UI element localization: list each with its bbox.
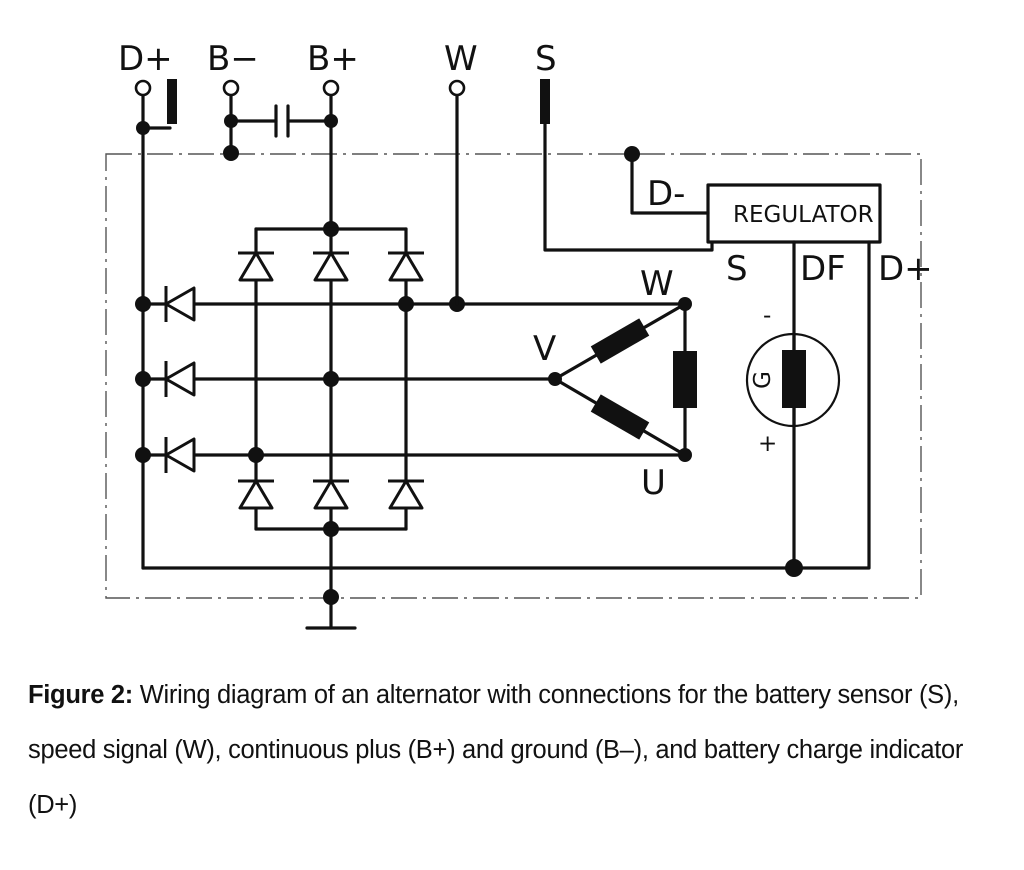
- regulator-s-pin-label: S: [726, 249, 748, 289]
- figure-caption: Figure 2: Wiring diagram of an alternato…: [28, 668, 1003, 833]
- alternator-housing-outline: [105, 153, 922, 599]
- b-plus-terminal: [305, 79, 357, 630]
- rectifier-diode-upper-2: [313, 251, 349, 282]
- generator-minus-sign: -: [763, 303, 771, 329]
- stator-delta-winding: [548, 297, 697, 462]
- stator-label-w: W: [640, 264, 674, 304]
- regulator-box: REGULATOR: [706, 183, 882, 244]
- generator-plus-sign: +: [758, 431, 777, 457]
- b-minus-terminal: [222, 79, 333, 161]
- w-terminal: [448, 79, 466, 306]
- figure-caption-text: Wiring diagram of an alternator with con…: [28, 681, 964, 819]
- stator-label-v: V: [533, 329, 556, 369]
- d-minus-line: [624, 146, 710, 215]
- terminal-label-s: S: [535, 39, 557, 79]
- rectifier-diode-upper-1: [238, 251, 274, 282]
- winding-w-u: [673, 351, 697, 408]
- regulator-output-lines: [141, 240, 871, 577]
- generator-field: G - +: [745, 303, 841, 457]
- terminal-label-b-minus: B−: [207, 39, 259, 79]
- alternator-wiring-diagram: D+ B− B+ W S: [105, 39, 933, 630]
- figure-caption-label: Figure 2:: [28, 681, 133, 709]
- exciter-diode-2: [164, 361, 196, 397]
- regulator-df-pin-label: DF: [800, 249, 846, 289]
- s-terminal: [540, 79, 714, 252]
- terminal-label-w: W: [444, 39, 478, 79]
- d-plus-terminal: [134, 79, 177, 570]
- winding-w-v: [590, 318, 650, 364]
- exciter-diode-1: [164, 286, 196, 322]
- rectifier-bridge: [238, 227, 424, 531]
- regulator-label: REGULATOR: [733, 202, 874, 228]
- regulator-d-plus-pin-label: D+: [878, 249, 933, 289]
- rectifier-diode-lower-2: [313, 479, 349, 510]
- terminal-label-d-plus: D+: [118, 39, 173, 79]
- stator-label-u: U: [641, 463, 666, 503]
- terminal-label-b-plus: B+: [307, 39, 359, 79]
- exciter-diode-3: [164, 437, 196, 473]
- rectifier-diode-lower-1: [238, 479, 274, 510]
- regulator-d-minus-label: D-: [647, 174, 685, 214]
- generator-letter: G: [750, 371, 776, 389]
- rectifier-diode-lower-3: [388, 479, 424, 510]
- rectifier-diode-upper-3: [388, 251, 424, 282]
- phase-lines: [135, 296, 687, 463]
- winding-v-u: [590, 394, 650, 440]
